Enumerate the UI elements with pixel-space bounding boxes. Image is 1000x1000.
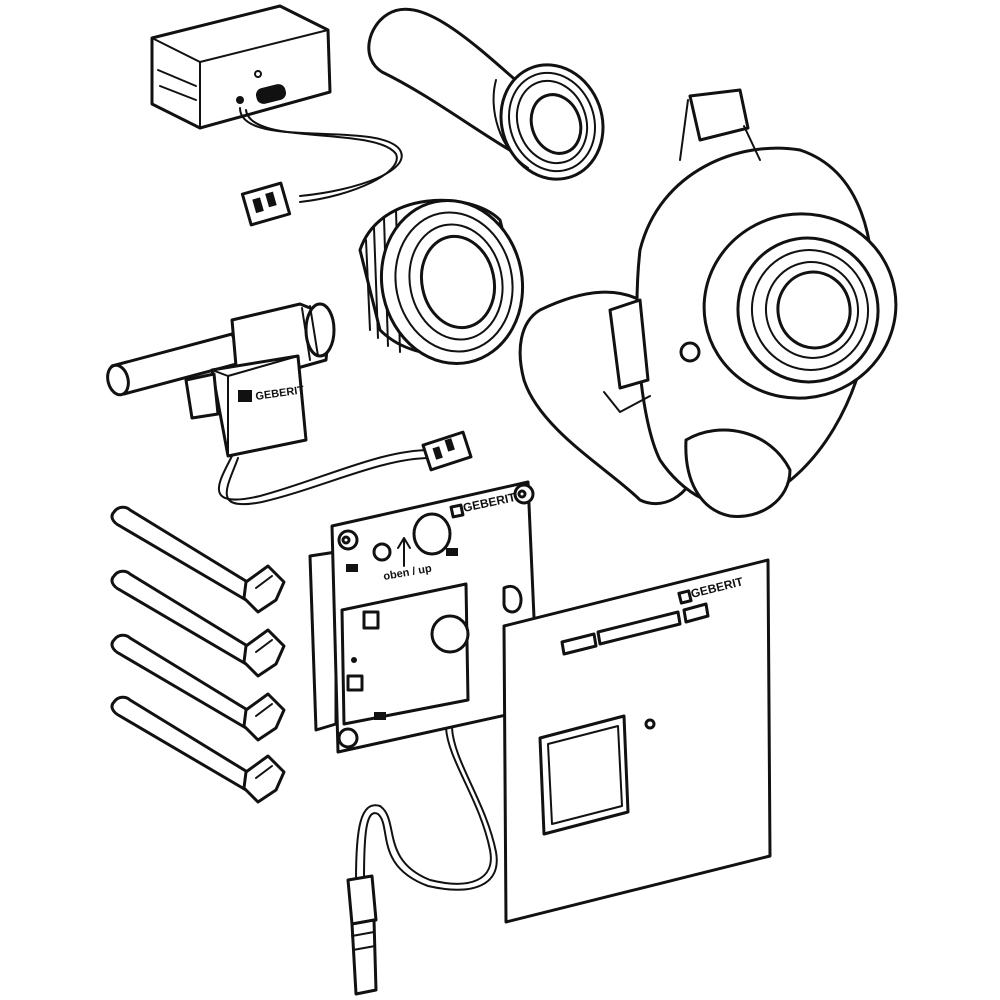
fixing-screw	[110, 505, 286, 614]
mounting-plate: oben / up GEBERIT	[308, 480, 540, 891]
fixing-screws	[110, 505, 286, 804]
sensor-plug	[346, 874, 378, 996]
fixing-screw	[110, 695, 286, 804]
fixing-screw	[110, 633, 286, 742]
fixing-screw	[110, 569, 286, 678]
cover-plate: GEBERIT	[502, 558, 772, 924]
outlet-elbow	[518, 88, 898, 518]
threaded-sleeve	[358, 198, 525, 366]
solenoid-valve: GEBERIT	[106, 302, 473, 506]
extension-pipe	[367, 7, 605, 181]
power-supply-unit	[150, 4, 403, 227]
